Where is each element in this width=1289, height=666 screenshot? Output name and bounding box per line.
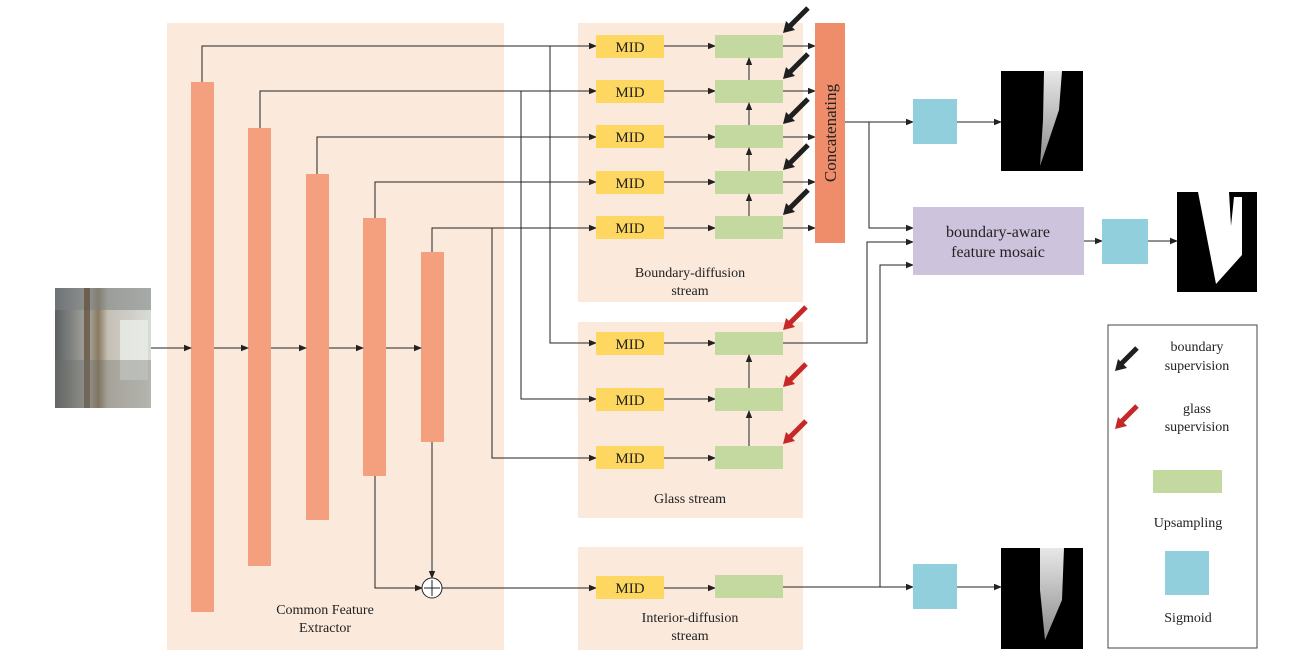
mid-label: MID	[615, 393, 644, 409]
encoder-block-5	[421, 252, 444, 442]
upsampling-block	[715, 125, 783, 148]
input-image	[55, 288, 151, 408]
encoder-block-4	[363, 218, 386, 476]
mosaic-label-2: feature mosaic	[951, 244, 1045, 261]
boundary-output-map	[1001, 71, 1083, 171]
concatenating-block	[815, 23, 845, 243]
upsampling-block	[715, 332, 783, 355]
encoder-block-1	[191, 82, 214, 612]
mid-label: MID	[615, 581, 644, 597]
encoder-block-3	[306, 174, 329, 520]
mid-label: MID	[615, 451, 644, 467]
mid-label: MID	[615, 130, 644, 146]
mid-label: MID	[615, 221, 644, 237]
mid-block	[596, 576, 664, 599]
legend-boundary-label-2: supervision	[1165, 359, 1230, 374]
boundary-supervision-icon	[788, 6, 810, 28]
mid-label: MID	[615, 176, 644, 192]
mid-block	[596, 35, 664, 58]
sum-node	[421, 577, 443, 599]
glass-supervision-icon	[788, 419, 808, 439]
legend-sigmoid-label: Sigmoid	[1164, 611, 1211, 626]
boundary-supervision-icon	[788, 52, 810, 74]
sigmoid-block	[913, 99, 957, 144]
extractor-panel	[167, 23, 504, 650]
extractor-label-1: Common Feature	[276, 603, 374, 618]
mid-block	[596, 80, 664, 103]
mid-block	[596, 216, 664, 239]
glass-output-map	[1177, 192, 1257, 292]
mid-block	[596, 446, 664, 469]
glass-stream-label: Glass stream	[654, 492, 726, 507]
upsampling-block	[715, 575, 783, 598]
upsampling-block	[715, 171, 783, 194]
interior-stream-label-1: Interior-diffusion	[642, 611, 739, 626]
mid-label: MID	[615, 337, 644, 353]
encoder-block-2	[248, 128, 271, 566]
mid-block	[596, 388, 664, 411]
legend-glass-icon	[1119, 404, 1139, 424]
boundary-supervision-icon	[788, 97, 810, 119]
concatenating-label: Concatenating	[821, 83, 840, 182]
mid-label: MID	[615, 85, 644, 101]
boundary-supervision-icon	[788, 188, 810, 210]
upsampling-block	[715, 388, 783, 411]
legend-boundary-label-1: boundary	[1171, 340, 1224, 355]
glass-supervision-icon	[788, 362, 808, 382]
upsampling-block	[715, 446, 783, 469]
mosaic-block	[913, 207, 1084, 275]
upsampling-block	[715, 80, 783, 103]
boundary-stream-label-1: Boundary-diffusion	[635, 266, 745, 281]
mid-block	[596, 125, 664, 148]
interior-output-map	[1001, 548, 1083, 649]
mid-blocks	[596, 35, 664, 599]
mid-block	[596, 171, 664, 194]
glass-supervision-icon	[788, 305, 808, 325]
interior-stream-label-2: stream	[671, 629, 708, 644]
sigmoid-block	[913, 564, 957, 609]
boundary-stream-panel	[578, 23, 803, 302]
legend-glass-label-2: supervision	[1165, 420, 1230, 435]
upsampling-block	[715, 35, 783, 58]
legend-upsampling-label: Upsampling	[1154, 516, 1222, 531]
mosaic-label-1: boundary-aware	[946, 224, 1050, 241]
extractor-label-2: Extractor	[299, 621, 351, 636]
legend-boundary-icon	[1119, 346, 1139, 366]
upsampling-block	[715, 216, 783, 239]
sigmoid-block	[1102, 219, 1148, 264]
boundary-supervision-icon	[788, 143, 810, 165]
legend-sigmoid-swatch	[1165, 551, 1209, 595]
boundary-stream-label-2: stream	[671, 284, 708, 299]
legend-upsampling-swatch	[1153, 470, 1222, 493]
mid-block	[596, 332, 664, 355]
mid-label: MID	[615, 40, 644, 56]
legend-glass-label-1: glass	[1183, 402, 1211, 417]
